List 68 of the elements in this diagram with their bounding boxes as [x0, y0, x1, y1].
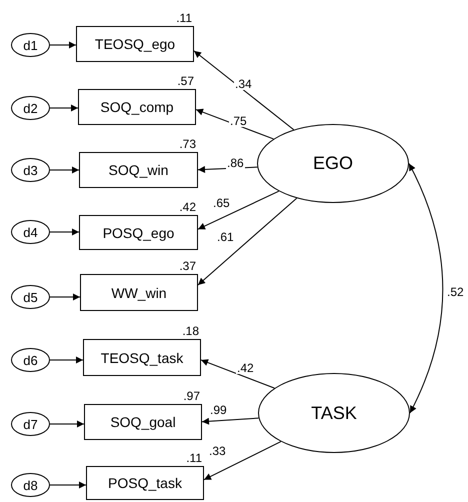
variable-name: TEOSQ_task	[100, 350, 184, 366]
arrow	[50, 228, 80, 236]
r-squared-value: .42	[179, 201, 196, 213]
variable-name: SOQ_comp	[100, 99, 174, 115]
arrow	[196, 108, 274, 140]
arrow	[50, 42, 76, 48]
error-term-ellipse	[11, 473, 50, 497]
r-squared-value: .18	[182, 325, 199, 337]
edge-label: .52	[446, 286, 465, 298]
error-term-ellipse	[11, 33, 50, 57]
observed-variable-box	[79, 215, 198, 250]
arrow	[50, 420, 84, 428]
edge-label: .65	[212, 197, 231, 209]
edge-label: .61	[216, 231, 235, 243]
observed-variable-box	[79, 152, 198, 188]
edge-label: .75	[229, 115, 248, 127]
arrow	[202, 418, 260, 425]
edge-label: .99	[209, 404, 228, 416]
error-term-ellipse	[11, 158, 50, 182]
arrow	[50, 482, 86, 488]
variable-name: d7	[23, 416, 38, 432]
double-headed-arrow	[408, 163, 444, 414]
r-squared-value: .97	[183, 390, 200, 402]
variable-name: TEOSQ_ego	[94, 36, 176, 52]
r-squared-value: .11	[186, 452, 202, 464]
observed-variable-box	[76, 26, 194, 62]
arrow	[198, 198, 298, 286]
variable-name: d2	[23, 100, 38, 116]
variable-name: EGO	[312, 153, 353, 174]
variable-name: d8	[23, 478, 38, 492]
edge-label: .33	[208, 445, 227, 457]
error-term-ellipse	[11, 412, 50, 436]
variable-name: TASK	[311, 402, 357, 424]
arrow	[198, 190, 280, 230]
edge-label: .86	[226, 157, 245, 169]
error-term-ellipse	[11, 220, 50, 244]
variable-name: SOQ_goal	[110, 414, 176, 430]
edge-label: .42	[236, 362, 255, 374]
variable-name: WW_win	[111, 284, 167, 300]
variable-name: d5	[23, 290, 38, 304]
arrow	[198, 166, 258, 173]
error-term-ellipse	[11, 96, 50, 120]
r-squared-value: .11	[176, 12, 192, 24]
observed-variable-box	[83, 339, 201, 376]
observed-variable-box	[86, 466, 204, 500]
variable-name: POSQ_ego	[102, 224, 174, 240]
variable-name: d6	[23, 352, 38, 368]
arrow	[50, 294, 80, 300]
variable-name: d1	[23, 38, 38, 52]
r-squared-value: .37	[179, 260, 196, 272]
variable-name: POSQ_task	[108, 475, 182, 491]
error-term-ellipse	[11, 348, 50, 372]
arrow	[204, 441, 282, 480]
r-squared-value: .57	[177, 75, 194, 87]
arrow	[200, 359, 275, 389]
observed-variable-box	[80, 274, 198, 311]
arrow	[50, 356, 84, 364]
arrow	[50, 104, 78, 112]
arrow	[194, 50, 294, 130]
observed-variable-box	[84, 404, 202, 440]
observed-variable-box	[78, 89, 196, 125]
variable-name: SOQ_win	[108, 162, 168, 178]
variable-name: d4	[23, 224, 38, 240]
variable-name: d3	[23, 162, 38, 178]
error-term-ellipse	[11, 285, 50, 309]
r-squared-value: .73	[179, 138, 196, 150]
edge-label: .34	[234, 78, 253, 90]
arrow	[50, 166, 80, 174]
